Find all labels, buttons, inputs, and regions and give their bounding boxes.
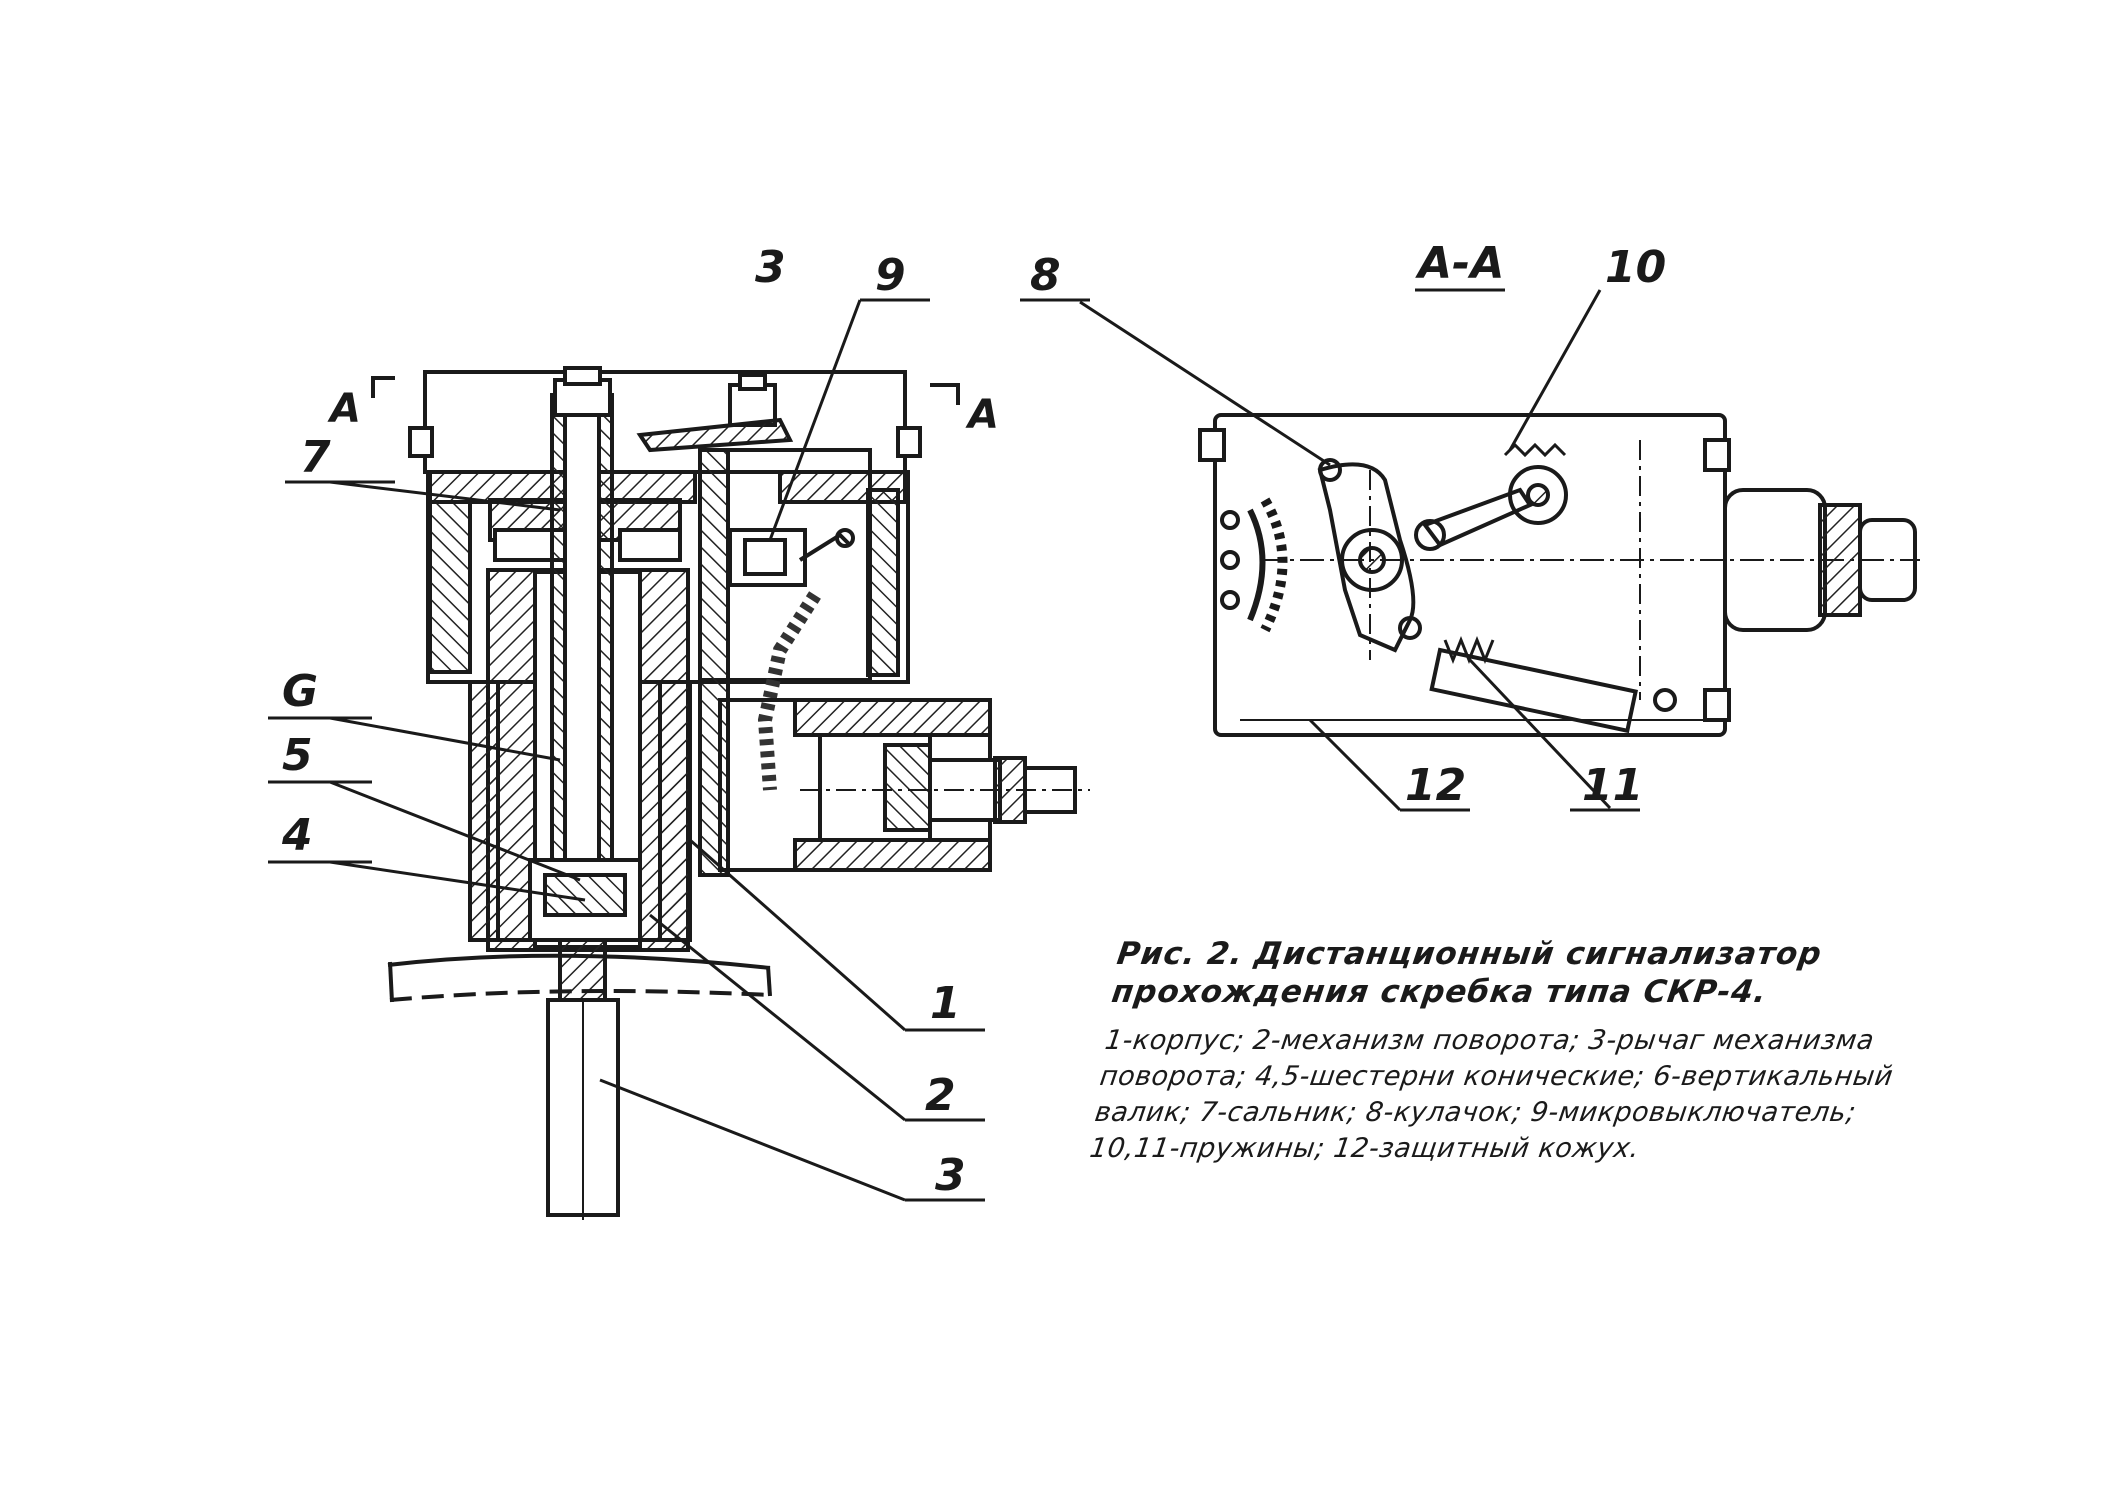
label-2: 2 bbox=[925, 1070, 956, 1121]
column-wall-left bbox=[468, 680, 500, 942]
aa-gland-tip bbox=[1858, 518, 1917, 602]
label-8: 8 bbox=[1030, 250, 1061, 301]
label-1: 1 bbox=[930, 978, 961, 1029]
aa-switch-wheel bbox=[1508, 465, 1568, 525]
cover-bolt-left bbox=[408, 426, 434, 458]
aa-cam-roller-top bbox=[1318, 458, 1342, 482]
caption-title: Рис. 2. Дистанционный сигнализатор прохо… bbox=[1109, 936, 1825, 1010]
cover-bolt-right bbox=[896, 426, 922, 458]
label-7: 7 bbox=[300, 432, 331, 483]
top-cover bbox=[423, 370, 907, 474]
housing-left-wall bbox=[428, 500, 472, 674]
switch-arm bbox=[798, 532, 852, 562]
gland-housing-hatch-top bbox=[793, 698, 992, 737]
aa-stop-pin-3 bbox=[1220, 590, 1240, 610]
aa-stop-pin-1 bbox=[1220, 510, 1240, 530]
label-12: 12 bbox=[1405, 760, 1466, 811]
shaft-core bbox=[563, 393, 601, 937]
switch-screw bbox=[728, 383, 777, 427]
pipe-top-line bbox=[387, 953, 771, 970]
leader-10 bbox=[1508, 289, 1602, 451]
part-labels: 3 9 A A 7 G 5 4 1 2 3 8 A-A 10 12 11 bbox=[281, 238, 1666, 1201]
aa-cam-hub bbox=[1340, 528, 1404, 592]
aa-corner-tl bbox=[1198, 428, 1226, 462]
stuffing-box-inner-right bbox=[618, 528, 682, 562]
section-mark-left bbox=[371, 376, 395, 398]
caption-legend: 1-корпус; 2-механизм поворота; 3-рычаг м… bbox=[1087, 1025, 1896, 1164]
leader-lines-right bbox=[1020, 288, 1640, 812]
label-11: 11 bbox=[1582, 760, 1643, 811]
label-section-a-right: A bbox=[965, 392, 999, 438]
section-a-a-view bbox=[1198, 413, 1920, 737]
aa-corner-br bbox=[1703, 688, 1731, 722]
gland-housing-hatch-bottom bbox=[793, 838, 992, 872]
aa-cam-center bbox=[1358, 546, 1386, 574]
figure-caption: Рис. 2. Дистанционный сигнализатор прохо… bbox=[1087, 935, 1960, 1167]
aa-gear-segment bbox=[1247, 508, 1266, 622]
aa-spring-11-coil bbox=[1443, 635, 1495, 665]
aa-gear-teeth bbox=[1260, 497, 1288, 633]
shaft-nut-top bbox=[563, 366, 602, 386]
housing-right-wall bbox=[866, 488, 900, 677]
aa-housing bbox=[1213, 413, 1727, 737]
aa-spring-10 bbox=[1503, 442, 1567, 458]
pipe-right-end bbox=[766, 965, 772, 997]
aa-switch-wheel-core bbox=[1526, 483, 1550, 507]
pipe-left-end bbox=[388, 961, 394, 1003]
switch-screw-top bbox=[738, 373, 767, 391]
aa-corner-tr bbox=[1703, 438, 1731, 472]
leader-lines-left bbox=[268, 298, 985, 1202]
label-section-view: A-A bbox=[1415, 238, 1504, 289]
label-9: 9 bbox=[875, 250, 906, 301]
sectional-view bbox=[371, 366, 1090, 1220]
aa-stop-pin-2 bbox=[1220, 550, 1240, 570]
column-wall-right bbox=[658, 680, 692, 942]
microswitch-inner bbox=[743, 538, 787, 576]
label-3-top: 3 bbox=[755, 242, 786, 293]
top-bracket bbox=[636, 417, 794, 453]
pipe-bottom-line bbox=[389, 989, 771, 1002]
switch-roller bbox=[835, 528, 855, 548]
aa-spring-11-body bbox=[1429, 647, 1639, 734]
label-6: G bbox=[282, 666, 318, 717]
gland-nut bbox=[883, 743, 932, 832]
section-mark-right bbox=[930, 383, 960, 405]
aa-cam-roller-bottom bbox=[1398, 616, 1422, 640]
label-3-bottom: 3 bbox=[935, 1150, 966, 1201]
aa-spring-anchor bbox=[1653, 688, 1677, 712]
cable-channel bbox=[757, 591, 821, 791]
aa-cam-8 bbox=[1317, 462, 1416, 653]
label-5: 5 bbox=[282, 730, 313, 781]
aa-gland-nut bbox=[1818, 503, 1862, 617]
label-section-a-left: A bbox=[327, 386, 361, 432]
aa-switch-lever bbox=[1421, 487, 1533, 548]
label-4: 4 bbox=[281, 810, 313, 861]
aa-switch-pivot bbox=[1414, 519, 1446, 551]
switch-compartment-wall bbox=[698, 448, 730, 877]
label-10: 10 bbox=[1605, 242, 1666, 293]
